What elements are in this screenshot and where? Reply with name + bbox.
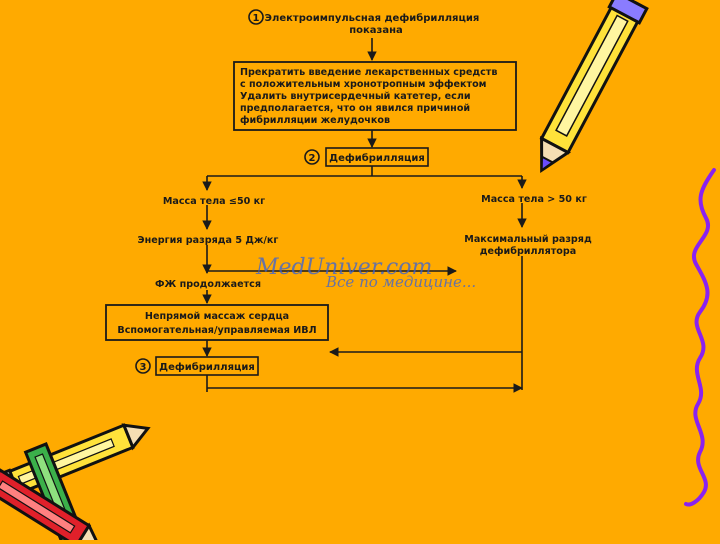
pencil-icon (539, 0, 649, 174)
purple-squiggle-decoration (684, 168, 716, 507)
step3-marker: 3 (135, 358, 151, 374)
box1-line-1: Прекратить введение лекарственных средст… (240, 67, 497, 78)
box-stop-drugs (233, 61, 517, 131)
box1-line-2: с положительным хронотропным эффектом (240, 78, 487, 90)
left-weight-label: Масса тела ≤50 кг (163, 196, 265, 207)
right-weight-label: Масса тела > 50 кг (481, 194, 587, 205)
right-energy-line-2: дефибриллятора (480, 245, 577, 257)
step1-number: 1 (253, 13, 260, 24)
step2-marker: 2 (304, 149, 320, 165)
step2-label: Дефибрилляция (329, 152, 425, 164)
watermark-site: MedUniver.com (255, 255, 432, 280)
box1-line-5: фибрилляции желудочков (240, 114, 390, 126)
connectors (202, 38, 527, 393)
left-energy-label: Энергия разряда 5 Дж/кг (138, 235, 279, 246)
right-energy-line-1: Максимальный разряд (464, 234, 592, 245)
box-defibrillation-3 (155, 356, 259, 376)
watermark-tagline: Все по медицине... (325, 273, 476, 291)
box2-line-2: Вспомогательная/управляемая ИВЛ (117, 325, 316, 336)
step3-number: 3 (140, 362, 147, 373)
step1-subtitle: показана (349, 25, 403, 36)
box2-line-1: Непрямой массаж сердца (145, 311, 289, 322)
box1-line-3: Удалить внутрисердечный катетер, если (240, 91, 471, 102)
step1-title: Электроимпульсная дефибрилляция (265, 12, 480, 24)
box-cpr (105, 304, 329, 341)
step1-marker: 1 (248, 9, 264, 25)
box1-line-4: предполагается, что он явился причиной (240, 103, 470, 114)
box-defibrillation-2 (325, 147, 429, 167)
crossed-pencils-icon (0, 423, 151, 544)
vf-continues-label: ФЖ продолжается (155, 279, 261, 290)
step3-label: Дефибрилляция (159, 361, 255, 373)
step2-number: 2 (309, 153, 316, 164)
